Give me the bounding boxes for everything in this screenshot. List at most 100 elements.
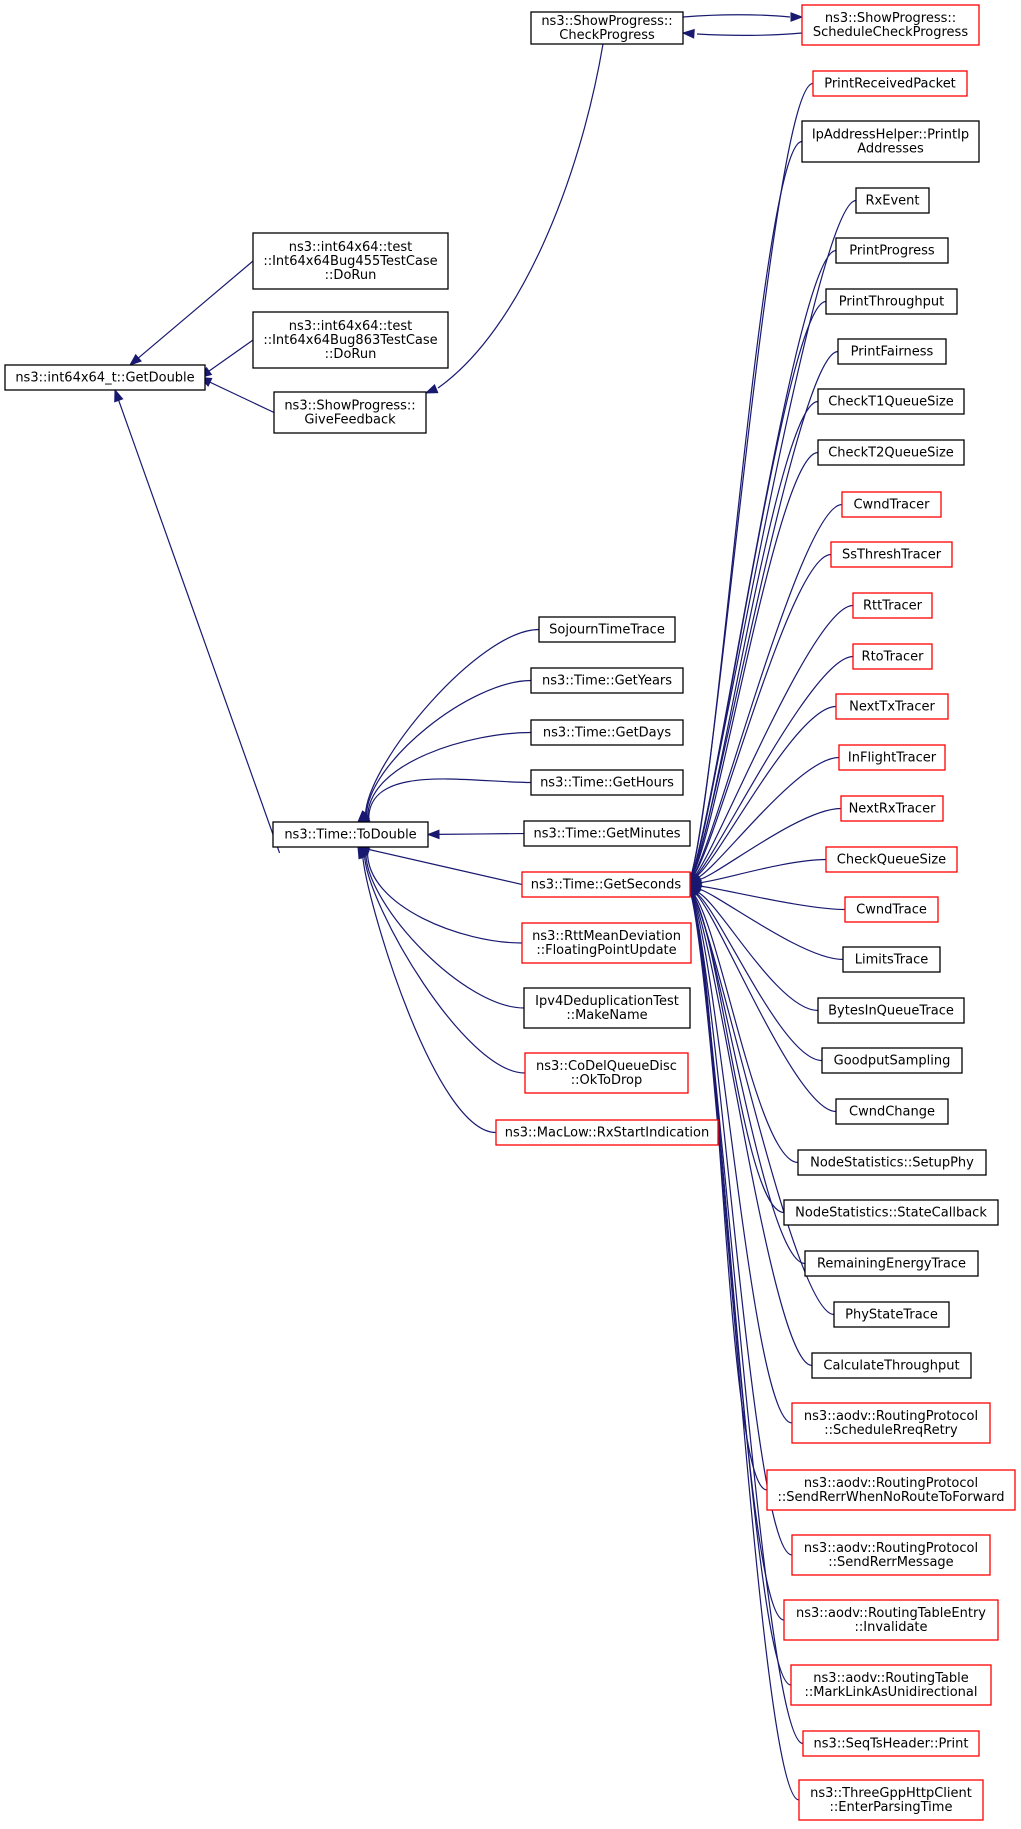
edge-path [692, 894, 835, 1316]
node-label: ::Int64x64Bug863TestCase [263, 333, 437, 348]
node-s10[interactable]: SsThreshTracer [830, 541, 953, 568]
node-s9[interactable]: CwndTracer [841, 491, 942, 518]
node-s33[interactable]: ns3::ThreeGppHttpClient::EnterParsingTim… [798, 1779, 984, 1821]
edge-getyears-to-todouble [356, 679, 532, 823]
node-label: ns3::int64x64::test [289, 240, 413, 255]
node-getseconds[interactable]: ns3::Time::GetSeconds [521, 871, 691, 898]
node-s13[interactable]: NextTxTracer [835, 693, 949, 720]
node-box [798, 1779, 984, 1821]
node-box [791, 1534, 991, 1576]
node-box [524, 1052, 689, 1094]
node-s1[interactable]: PrintReceivedPacket [812, 70, 968, 97]
edge-s15-to-getseconds [688, 807, 842, 886]
edge-checkprog-to-schedcheck [682, 12, 804, 22]
node-s32[interactable]: ns3::SeqTsHeader::Print [802, 1730, 980, 1757]
edge-path [700, 858, 827, 884]
node-label: ::DoRun [325, 347, 377, 362]
edge-path [207, 380, 278, 415]
node-getdays: ns3::Time::GetDays [530, 719, 684, 746]
node-s23: NodeStatistics::StateCallback [783, 1199, 999, 1226]
node-s24: RemainingEnergyTrace [804, 1250, 979, 1277]
edge-s25-to-getseconds [688, 883, 835, 1316]
arrowhead [426, 829, 440, 840]
edge-path [362, 856, 497, 1134]
edge-todouble-to-root [114, 388, 280, 854]
node-s19: BytesInQueueTrace [817, 997, 965, 1024]
node-s26: CalculateThroughput [811, 1352, 972, 1379]
node-s27[interactable]: ns3::aodv::RoutingProtocol::ScheduleRreq… [791, 1402, 991, 1444]
node-box [801, 120, 980, 163]
edge-path [695, 604, 854, 876]
node-label: ns3::CoDelQueueDisc [536, 1059, 677, 1074]
edge-path [691, 82, 814, 874]
node-label: GoodputSampling [834, 1054, 951, 1069]
node-box [783, 1199, 999, 1226]
node-s17[interactable]: CwndTrace [844, 896, 939, 923]
node-label: RtoTracer [862, 650, 925, 665]
node-s12[interactable]: RtoTracer [852, 643, 933, 670]
edge-path [700, 885, 846, 911]
node-box [272, 821, 429, 848]
edge-s14-to-getseconds [688, 756, 840, 886]
node-codel[interactable]: ns3::CoDelQueueDisc::OkToDrop [524, 1052, 689, 1094]
node-s20: GoodputSampling [821, 1047, 963, 1074]
node-box [835, 693, 949, 720]
node-label: ::DoRun [325, 268, 377, 283]
node-box [835, 1098, 949, 1125]
node-box [852, 643, 933, 670]
node-s7: CheckT1QueueSize [817, 388, 965, 415]
node-label: RxEvent [866, 194, 920, 209]
node-box [837, 338, 947, 365]
node-s22: NodeStatistics::SetupPhy [797, 1149, 987, 1176]
edges-layer [114, 12, 857, 1801]
node-s29[interactable]: ns3::aodv::RoutingProtocol::SendRerrMess… [791, 1534, 991, 1576]
edge-path [690, 895, 800, 1801]
node-s4: PrintProgress [835, 237, 949, 264]
node-label: ns3::int64x64_t::GetDouble [15, 371, 194, 386]
node-box [530, 719, 684, 746]
node-box [495, 1119, 719, 1146]
node-s28[interactable]: ns3::aodv::RoutingProtocol::SendRerrWhen… [766, 1469, 1016, 1511]
node-label: ns3::ShowProgress:: [284, 399, 415, 414]
node-box [523, 987, 691, 1029]
node-rttmean[interactable]: ns3::RttMeanDeviation::FloatingPointUpda… [521, 922, 692, 964]
edge-sojourn-to-todouble [357, 628, 540, 824]
edge-path [367, 731, 532, 817]
arrowhead [128, 353, 142, 366]
node-box [817, 439, 965, 466]
edge-path [692, 451, 819, 875]
node-label: PrintThroughput [839, 295, 944, 310]
node-label: ::ScheduleRreqRetry [824, 1423, 958, 1438]
node-s15[interactable]: NextRxTracer [840, 795, 944, 822]
node-box [804, 1250, 979, 1277]
edge-codel-to-todouble [357, 845, 526, 1074]
node-label: Ipv4DeduplicationTest [535, 994, 679, 1009]
node-s11[interactable]: RttTracer [852, 592, 933, 619]
node-box [840, 795, 944, 822]
edge-s33-to-getseconds [686, 883, 800, 1801]
node-box [830, 541, 953, 568]
node-label: CheckQueueSize [837, 853, 946, 868]
node-s31[interactable]: ns3::aodv::RoutingTable::MarkLinkAsUnidi… [790, 1664, 992, 1706]
edge-path [368, 778, 532, 820]
node-s14[interactable]: InFlightTracer [838, 744, 946, 771]
node-s30[interactable]: ns3::aodv::RoutingTableEntry::Invalidate [783, 1599, 999, 1641]
node-root: ns3::int64x64_t::GetDouble [4, 364, 206, 391]
node-maclow[interactable]: ns3::MacLow::RxStartIndication [495, 1119, 719, 1146]
node-label: ::MarkLinkAsUnidirectional [804, 1685, 977, 1700]
node-box [802, 1730, 980, 1757]
edge-s1-to-getseconds [686, 82, 814, 886]
edge-path [691, 895, 793, 1556]
edge-gethours-to-todouble [356, 778, 532, 825]
node-s16[interactable]: CheckQueueSize [825, 846, 958, 873]
node-label: ns3::SeqTsHeader::Print [814, 1737, 969, 1752]
node-box [801, 4, 980, 46]
edge-path [698, 756, 840, 878]
node-schedcheck[interactable]: ns3::ShowProgress::ScheduleCheckProgress [801, 4, 980, 46]
edge-s16-to-getseconds [688, 858, 827, 888]
edge-path [365, 679, 532, 816]
edge-givefb-to-root [198, 376, 278, 415]
node-label: LimitsTrace [855, 953, 929, 968]
node-sojourn: SojournTimeTrace [538, 616, 676, 643]
node-box [825, 288, 958, 315]
